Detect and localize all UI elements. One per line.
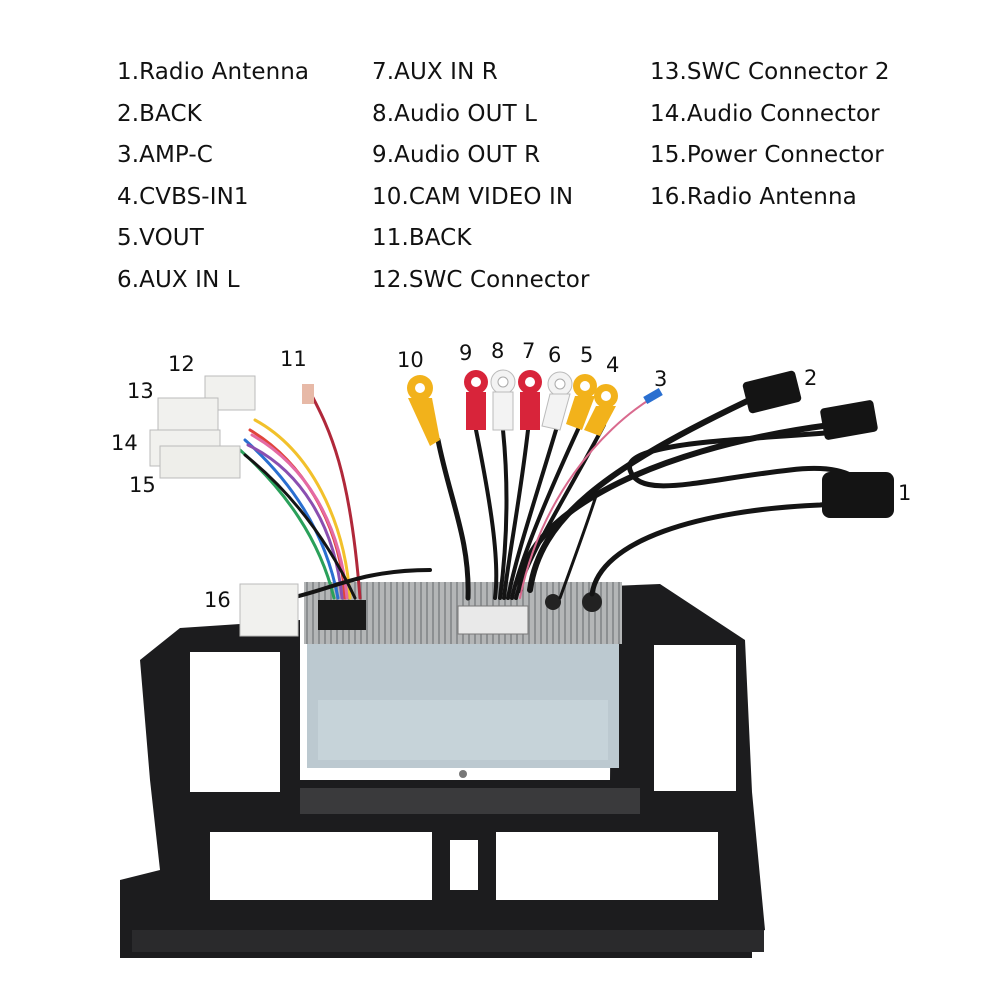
head-unit: [304, 582, 622, 778]
callout-14: 14: [111, 431, 138, 455]
unit-port-plug: [318, 600, 366, 630]
cable-bundle: [238, 390, 863, 601]
callout-labels: 1 2 3 4 5 6 7 8 9 10 11 12 13 14 15 16: [111, 339, 911, 612]
unit-antenna-jack: [545, 594, 561, 610]
rca-cable-5: [510, 423, 582, 600]
callout-8: 8: [491, 339, 504, 363]
harness-purple: [246, 443, 344, 600]
callout-12: 12: [168, 352, 195, 376]
swc-connector-2: [157, 397, 219, 433]
frame-window-bottom-right: [496, 832, 718, 900]
legend-item: 2.BACK: [117, 100, 202, 127]
unit-port-block: [457, 605, 529, 635]
rca-plug-6: [541, 371, 573, 431]
usb-cable-bottom: [517, 422, 833, 593]
callout-5: 5: [580, 343, 593, 367]
rca-cable-10: [435, 437, 471, 601]
rca-plug-10: [407, 375, 440, 446]
callout-11: 11: [280, 347, 307, 371]
antenna-cable: [589, 427, 863, 597]
callout-2: 2: [804, 366, 817, 390]
back-wire: [308, 390, 362, 600]
rca-cable-9: [474, 428, 499, 600]
harness-connectors: [149, 375, 314, 637]
rca-cable-7: [502, 428, 530, 600]
legend-column-3: 13.SWC Connector 2 14.Audio Connector 15…: [650, 52, 890, 218]
legend-item: 1.Radio Antenna: [117, 59, 310, 85]
frame-ledge: [300, 788, 640, 814]
harness-pink: [250, 433, 349, 600]
antenna-16-cable: [288, 568, 432, 600]
legend-item: 9.Audio OUT R: [372, 142, 541, 168]
callout-6: 6: [548, 343, 561, 367]
rca-plugs: [407, 369, 618, 446]
rca-plug-9: [464, 370, 488, 430]
legend-item: 6.AUX IN L: [117, 266, 240, 293]
legend-item: 16.Radio Antenna: [650, 183, 857, 210]
harness-blue: [243, 438, 340, 600]
legend-item: 14.Audio Connector: [650, 100, 880, 127]
legend-item: 5.VOUT: [117, 225, 204, 251]
callout-13: 13: [127, 379, 154, 403]
legend-item: 13.SWC Connector 2: [650, 59, 890, 85]
rca-cable-6: [506, 428, 558, 600]
callout-9: 9: [459, 341, 472, 365]
callout-4: 4: [606, 353, 619, 377]
callout-16: 16: [204, 588, 231, 612]
rca-cable-4: [514, 423, 606, 600]
callout-3: 3: [654, 367, 667, 391]
connector-legend: 1.Radio Antenna 2.BACK 3.AMP-C 4.CVBS-IN…: [0, 52, 1000, 312]
amp-connector: [643, 388, 663, 404]
harness-yellow: [253, 418, 352, 600]
legend-item: 4.CVBS-IN1: [117, 183, 249, 210]
usb-cable-top: [527, 392, 763, 593]
frame-window-left: [190, 652, 280, 792]
power-connector: [159, 445, 241, 479]
usb-plug-2b: [820, 400, 878, 440]
legend-item: 3.AMP-C: [117, 142, 213, 168]
legend-item: 15.Power Connector: [650, 142, 884, 168]
back-connector: [302, 384, 314, 404]
frame-window-bottom-mid: [450, 840, 478, 890]
rca-plug-8: [490, 369, 516, 431]
rca-plug-5: [566, 374, 597, 430]
callout-10: 10: [397, 348, 424, 372]
head-unit-photo: 1 2 3 4 5 6 7 8 9 10 11 12 13 14 15 16: [111, 339, 911, 958]
callout-1: 1: [898, 481, 911, 505]
amp-wire: [519, 397, 653, 599]
frame-window-right: [654, 645, 736, 791]
legend-item: 8.Audio OUT L: [372, 100, 538, 127]
harness-black: [243, 453, 357, 600]
callout-7: 7: [522, 339, 535, 363]
callout-15: 15: [129, 473, 156, 497]
rca-cable-8: [498, 428, 509, 600]
rca-plug-4: [584, 384, 618, 436]
unit-antenna-jack-2: [582, 592, 602, 612]
unit-panel: [318, 700, 608, 760]
legend-column-2: 7.AUX IN R 8.Audio OUT L 9.Audio OUT R 1…: [372, 52, 590, 301]
usb-plugs: [742, 370, 878, 440]
unit-screw: [459, 770, 467, 778]
legend-item: 10.CAM VIDEO IN: [372, 183, 574, 210]
camera-wire: [558, 494, 598, 600]
legend-item: 7.AUX IN R: [372, 59, 498, 85]
legend-item: 11.BACK: [372, 225, 472, 251]
frame-window-bottom-left: [210, 832, 432, 900]
rca-plug-7: [518, 370, 542, 430]
frame-bottom-lip: [132, 930, 764, 952]
radio-antenna-adapter: [239, 583, 299, 637]
legend-item: 12.SWC Connector: [372, 266, 590, 293]
usb-plug-2: [742, 370, 802, 414]
mounting-frame: [120, 584, 765, 958]
radio-antenna-puck: [822, 472, 894, 518]
legend-column-1: 1.Radio Antenna 2.BACK 3.AMP-C 4.CVBS-IN…: [117, 52, 309, 301]
